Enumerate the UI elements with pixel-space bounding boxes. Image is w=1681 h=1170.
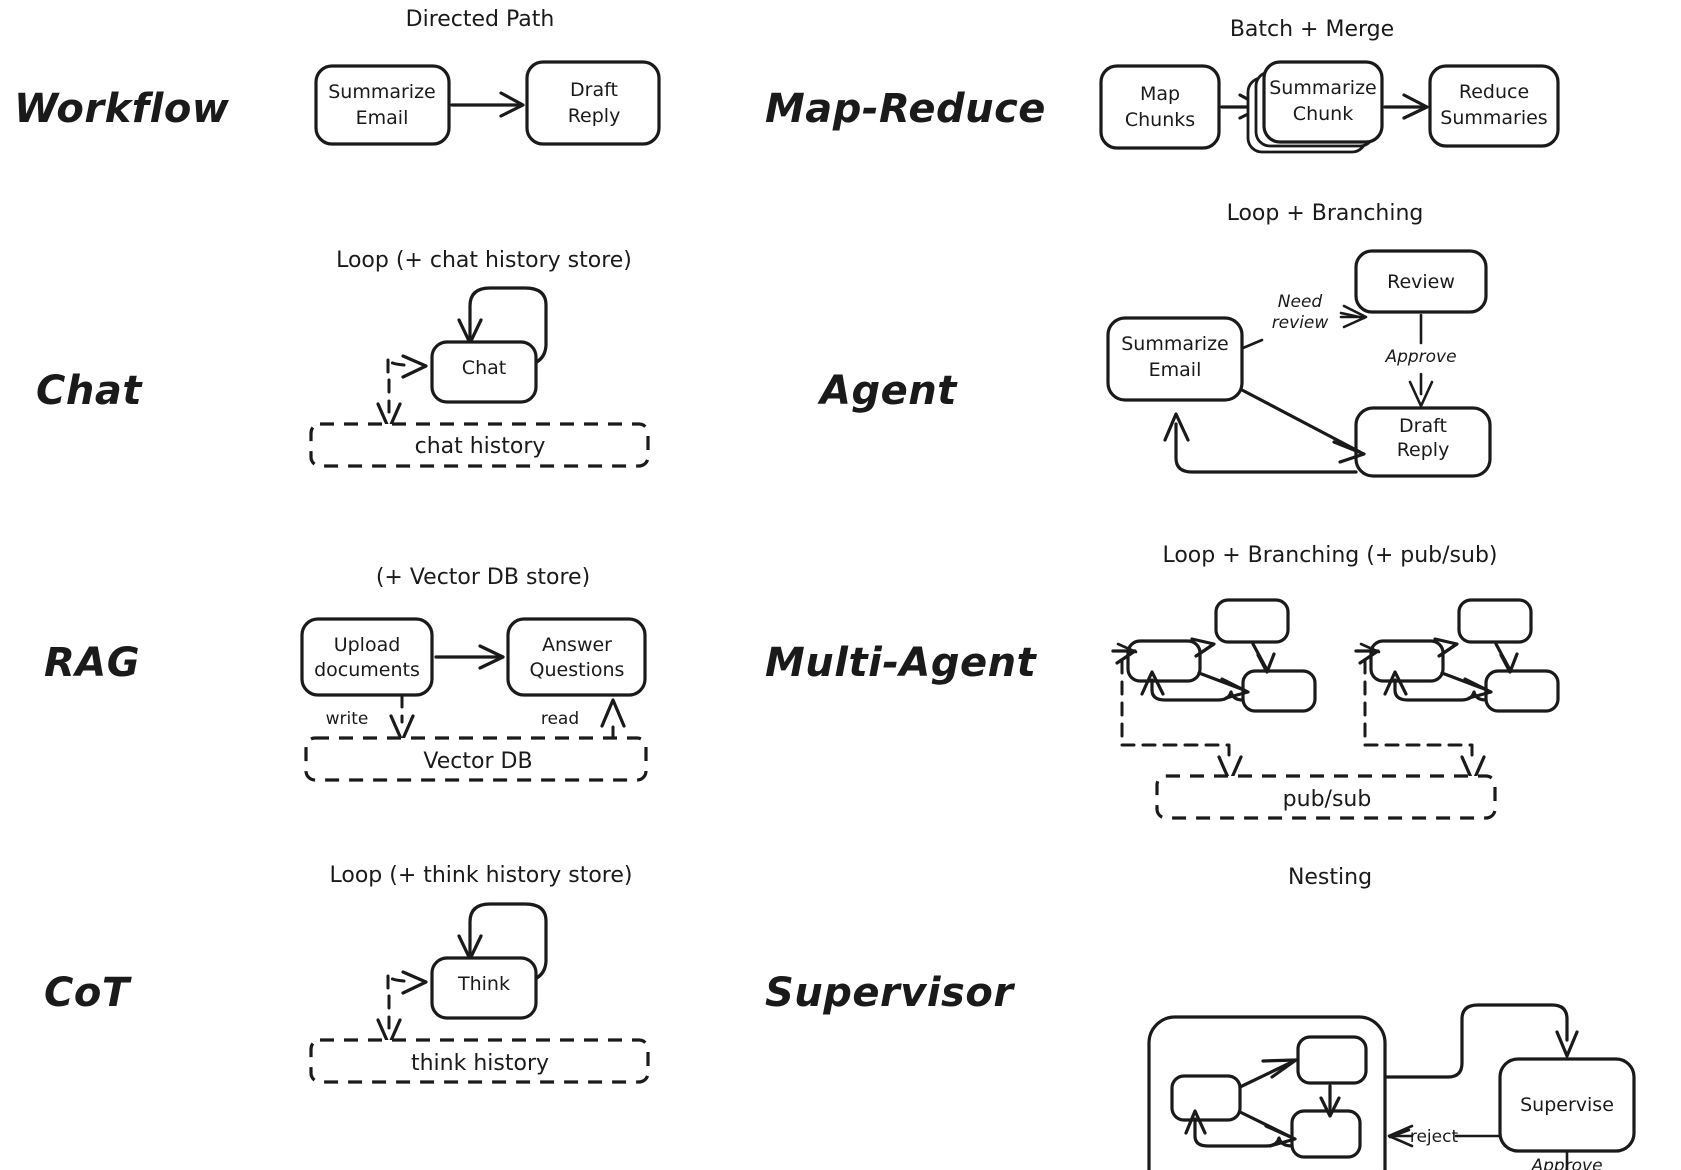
caption-chat: Loop (+ chat history store): [336, 248, 632, 273]
node-label-line2: Chunks: [1125, 109, 1195, 131]
caption-agent: Loop + Branching: [1227, 201, 1424, 226]
row-label-rag: RAG: [44, 640, 140, 686]
row-label-multi-agent: Multi-Agent: [765, 640, 1038, 686]
row-label-supervisor: Supervisor: [765, 970, 1015, 1016]
node-agent-a-node-2[interactable]: [1214, 598, 1290, 644]
edge-subgraph-to-supervise: [1383, 1003, 1579, 1079]
edge-draft-back-to-summarize: [1163, 412, 1358, 474]
node-label-line1: Reduce: [1459, 81, 1529, 103]
node-agent-b-node-1[interactable]: [1369, 639, 1445, 683]
node-label-line2: Email: [1149, 359, 1202, 381]
edge-think-history-write: [376, 994, 402, 1047]
caption-cot: Loop (+ think history store): [329, 863, 632, 888]
node-label: Supervise: [1520, 1094, 1614, 1116]
node-label: Chat: [462, 357, 506, 379]
node-agent-b-node-3[interactable]: [1484, 669, 1560, 713]
node-draft-reply-agent[interactable]: Draft Reply: [1354, 406, 1492, 478]
edge-need-review: [1241, 304, 1368, 350]
row-label-agent: Agent: [817, 368, 958, 414]
node-think[interactable]: Think: [430, 956, 538, 1020]
node-supervise[interactable]: Supervise: [1498, 1057, 1636, 1153]
node-label-line1: Summarize: [328, 81, 436, 103]
edge-approve-agent: [1408, 313, 1434, 408]
node-label-line2: Chunk: [1293, 103, 1353, 125]
edge-chat-history-write: [376, 378, 402, 431]
node-label-line2: Questions: [530, 659, 625, 681]
edge-label-need-review-line2: review: [1272, 313, 1329, 333]
node-upload-documents[interactable]: Upload documents: [300, 617, 434, 697]
node-review[interactable]: Review: [1354, 249, 1488, 314]
cluster-agent-b: [1354, 598, 1560, 784]
store-label: think history: [411, 1051, 549, 1076]
store-chat-history[interactable]: chat history: [309, 422, 650, 468]
edge-chat-history-read: [386, 354, 428, 379]
edge-label-approve-agent: Approve: [1384, 347, 1456, 367]
edge-read-from-vectordb: [600, 698, 626, 741]
caption-map-reduce: Batch + Merge: [1230, 17, 1394, 42]
node-agent-b-node-2[interactable]: [1457, 598, 1533, 644]
edge-summarize-to-draft-agent: [1240, 388, 1366, 464]
edge-label-write: write: [326, 709, 369, 729]
node-label-line1: Map: [1140, 83, 1180, 105]
row-label-cot: CoT: [44, 970, 132, 1016]
node-map-chunks[interactable]: Map Chunks: [1099, 64, 1221, 150]
caption-rag: (+ Vector DB store): [376, 565, 590, 590]
edge-reject: [1387, 1124, 1502, 1148]
node-label-line2: Email: [356, 107, 409, 129]
node-label-line2: Reply: [568, 105, 621, 127]
node-label: Think: [457, 973, 510, 995]
node-label-line1: Draft: [570, 79, 618, 101]
store-label: Vector DB: [423, 749, 532, 774]
node-answer-questions[interactable]: Answer Questions: [506, 617, 647, 697]
caption-supervisor: Nesting: [1288, 865, 1372, 890]
node-agent-a-node-1[interactable]: [1126, 639, 1202, 683]
row-label-workflow: Workflow: [14, 86, 230, 132]
node-chat[interactable]: Chat: [430, 340, 538, 404]
node-label-line2: Reply: [1397, 439, 1450, 461]
node-nested-node-1[interactable]: [1170, 1074, 1242, 1122]
edge-write-to-vectordb: [389, 693, 415, 743]
edge-upload-to-answer: [434, 644, 505, 670]
store-label: pub/sub: [1283, 787, 1372, 812]
edge-label-reject: reject: [1410, 1127, 1459, 1147]
node-label: Review: [1387, 271, 1455, 293]
row-label-chat: Chat: [36, 368, 143, 414]
node-nested-node-3[interactable]: [1290, 1109, 1362, 1159]
edge-think-history-read: [386, 970, 428, 995]
node-reduce-summaries[interactable]: Reduce Summaries: [1428, 64, 1560, 148]
node-summarize-chunk-stack[interactable]: Summarize Chunk: [1246, 60, 1384, 154]
edge-label-read: read: [541, 709, 579, 729]
store-pubsub[interactable]: pub/sub: [1155, 774, 1497, 820]
cluster-agent-a: [1111, 598, 1317, 784]
node-label-line1: Draft: [1399, 415, 1447, 437]
node-label-line1: Summarize: [1121, 333, 1229, 355]
node-label-line2: documents: [314, 659, 420, 681]
node-summarize-email-workflow[interactable]: Summarize Email: [314, 64, 451, 146]
node-label-line2: Summaries: [1440, 107, 1547, 129]
store-vector-db[interactable]: Vector DB: [304, 736, 648, 782]
store-think-history[interactable]: think history: [309, 1038, 650, 1084]
edge-summarize-to-draft: [450, 91, 525, 118]
node-label-line1: Answer: [542, 634, 612, 656]
edge-label-approve-supervisor: Approve: [1530, 1156, 1602, 1170]
store-label: chat history: [415, 434, 546, 459]
edge-label-need-review-line1: Need: [1278, 292, 1323, 312]
node-label-line1: Upload: [334, 634, 401, 656]
row-label-map-reduce: Map-Reduce: [765, 86, 1046, 132]
node-nested-node-2[interactable]: [1296, 1035, 1368, 1085]
edge-summarize-to-reduce: [1383, 93, 1429, 120]
caption-workflow: Directed Path: [406, 7, 555, 32]
node-summarize-email-agent[interactable]: Summarize Email: [1106, 316, 1244, 402]
caption-multi-agent: Loop + Branching (+ pub/sub): [1162, 543, 1497, 568]
node-label-line1: Summarize: [1269, 77, 1377, 99]
cluster-nested: [1170, 1035, 1368, 1159]
node-draft-reply-workflow[interactable]: Draft Reply: [525, 60, 661, 146]
node-agent-a-node-3[interactable]: [1241, 669, 1317, 713]
